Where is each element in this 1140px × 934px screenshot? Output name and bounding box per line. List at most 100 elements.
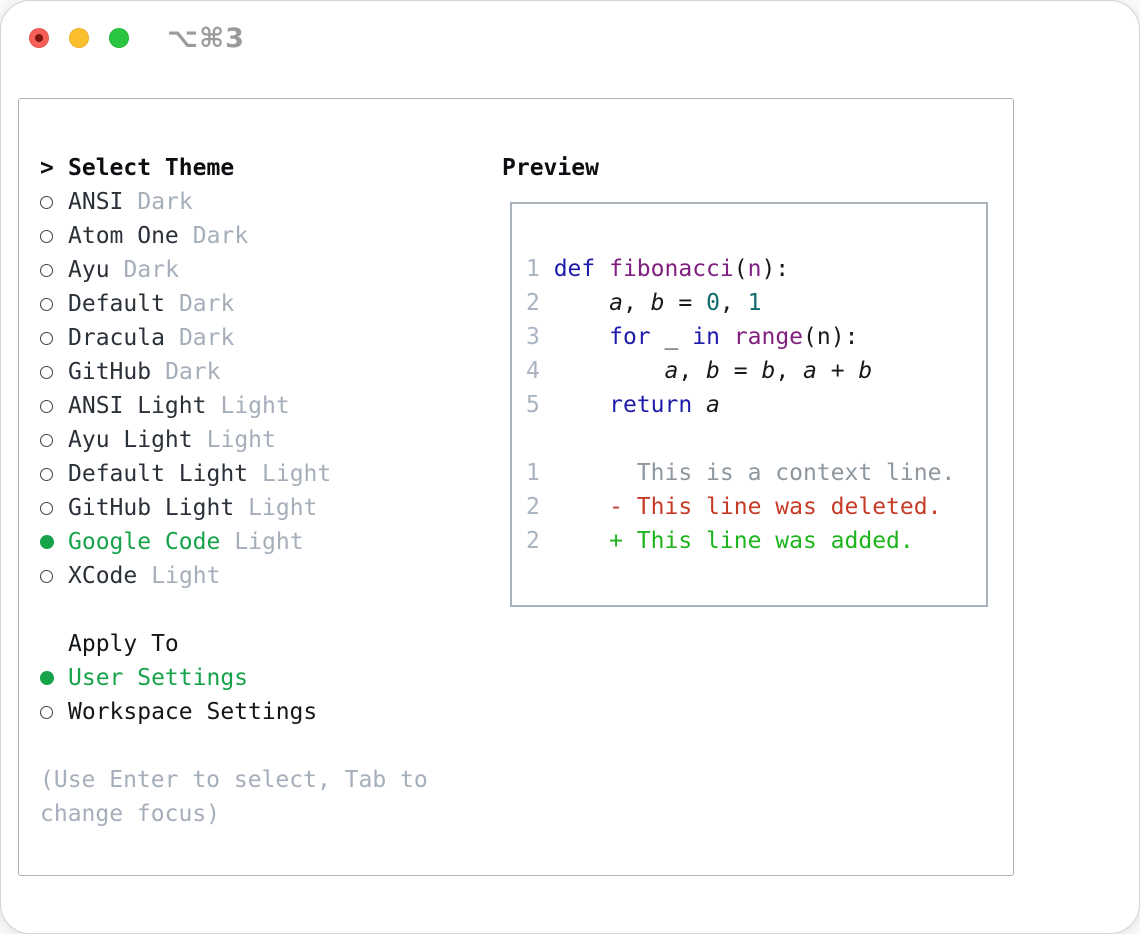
code-line: 5 return a	[526, 388, 986, 422]
apply-option-workspace-settings[interactable]: Workspace Settings	[40, 695, 470, 729]
code-token: def	[553, 256, 596, 282]
theme-option-atom-one[interactable]: Atom One Dark	[40, 219, 470, 253]
theme-option-ansi[interactable]: ANSI Dark	[40, 185, 470, 219]
radio-marker	[40, 467, 68, 481]
theme-name: Ayu	[68, 257, 110, 283]
theme-name: GitHub Light	[68, 495, 235, 521]
theme-name: ANSI Light	[68, 393, 207, 419]
theme-name: XCode	[68, 563, 138, 589]
code-token: 0	[706, 290, 720, 316]
radio-marker	[40, 263, 68, 277]
code-token: 1	[747, 290, 762, 316]
code-token: ):	[761, 256, 790, 282]
close-button[interactable]	[29, 28, 49, 48]
code-token: =	[664, 290, 707, 316]
code-token: + This line was added.	[609, 528, 914, 554]
theme-option-dracula[interactable]: Dracula Dark	[40, 321, 470, 355]
line-number: 5	[526, 392, 554, 418]
code-line: 2 + This line was added.	[526, 524, 986, 558]
radio-marker	[40, 535, 68, 549]
radio-icon	[40, 467, 53, 481]
theme-name: ANSI	[68, 189, 124, 215]
line-number: 3	[526, 324, 554, 350]
code-token	[554, 528, 609, 554]
code-token: range	[733, 324, 804, 350]
radio-marker	[40, 501, 68, 515]
theme-option-ayu-light[interactable]: Ayu Light Light	[40, 423, 470, 457]
radio-marker	[40, 433, 68, 447]
code-token	[554, 324, 609, 350]
theme-name: Atom One	[68, 223, 179, 249]
line-number: 1	[526, 460, 554, 486]
radio-marker	[40, 399, 68, 413]
apply-option-user-settings[interactable]: User Settings	[40, 661, 470, 695]
code-token: b	[650, 290, 665, 316]
code-token: - This line was deleted.	[609, 494, 942, 520]
code-token: a	[609, 290, 623, 316]
theme-option-google-code[interactable]: Google Code Light	[40, 525, 470, 559]
theme-option-github[interactable]: GitHub Dark	[40, 355, 470, 389]
apply-option-label: Workspace Settings	[68, 699, 318, 725]
code-token	[692, 392, 706, 418]
code-line: 2 - This line was deleted.	[526, 490, 986, 524]
maximize-button[interactable]	[109, 28, 129, 48]
code-token	[720, 324, 734, 350]
code-token: ,	[719, 290, 748, 316]
radio-marker	[40, 195, 68, 209]
radio-marker	[40, 569, 68, 583]
radio-marker	[40, 229, 68, 243]
minimize-button[interactable]	[69, 28, 89, 48]
theme-variant-label: Dark	[137, 189, 193, 215]
code-token	[554, 494, 609, 520]
code-line: 3 for _ in range(n):	[526, 320, 986, 354]
radio-icon	[40, 501, 53, 515]
apply-option-label: User Settings	[68, 665, 249, 691]
line-number: 2	[526, 290, 554, 316]
line-number: 4	[526, 358, 554, 384]
radio-icon	[40, 399, 53, 413]
code-token: (	[733, 256, 748, 282]
code-line: 4 a, b = b, a + b	[526, 354, 986, 388]
code-token	[651, 324, 665, 350]
theme-variant-label: Light	[206, 427, 276, 453]
code-token: b	[761, 358, 776, 384]
code-token: n	[747, 256, 762, 282]
theme-name: Dracula	[68, 325, 165, 351]
spacer	[40, 729, 470, 763]
theme-name: Google Code	[68, 529, 221, 555]
window-titlebar: ⌥⌘3	[29, 23, 245, 54]
code-line: 2 a, b = 0, 1	[526, 286, 986, 320]
theme-variant-label: Dark	[192, 223, 249, 249]
theme-variant-label: Light	[262, 461, 332, 487]
code-token: This is a context line.	[553, 460, 956, 486]
line-number: 2	[526, 494, 554, 520]
help-text: (Use Enter to select, Tab to change focu…	[40, 767, 428, 827]
code-token	[678, 324, 692, 350]
apply-to-header: Apply To	[68, 631, 179, 657]
theme-variant-label: Dark	[165, 359, 221, 385]
theme-name: GitHub	[68, 359, 152, 385]
theme-variant-label: Light	[234, 529, 304, 555]
code-token: b	[858, 358, 873, 384]
select-theme-header: Select Theme	[68, 155, 235, 181]
theme-variant-label: Dark	[178, 325, 235, 351]
code-token: =	[719, 358, 762, 384]
theme-name: Ayu Light	[68, 427, 193, 453]
code-token: a	[664, 358, 679, 384]
code-token: for	[609, 324, 651, 350]
radio-icon	[40, 229, 53, 243]
selection-cursor-icon: >	[40, 155, 54, 181]
radio-icon	[40, 365, 53, 379]
line-number: 2	[526, 528, 554, 554]
